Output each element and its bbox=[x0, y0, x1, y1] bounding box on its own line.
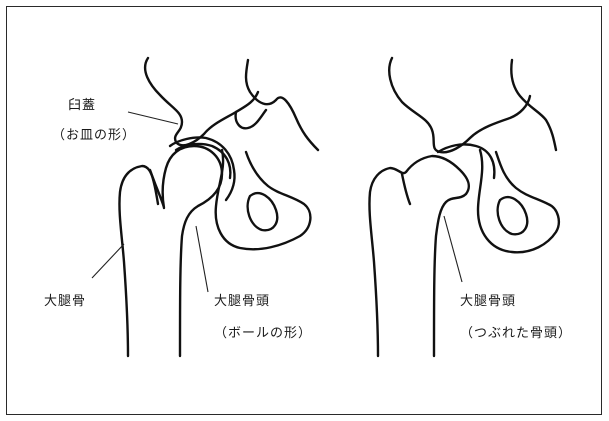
normal-femur-outline bbox=[119, 146, 222, 356]
collapsed-acetabulum-cup bbox=[438, 144, 494, 178]
normal-pelvis-inner bbox=[246, 60, 318, 150]
collapsed-pelvis-inner bbox=[511, 60, 556, 150]
normal-pelvis-rim bbox=[236, 110, 266, 128]
label-femoral-head-collapsed: 大腿骨頭 bbox=[460, 290, 516, 309]
label-femoral-head-collapsed-note: （つぶれた骨頭） bbox=[460, 322, 572, 341]
collapsed-obturator-hole bbox=[498, 197, 528, 234]
label-acetabulum-note: （お皿の形） bbox=[52, 124, 136, 143]
label-femoral-head-normal-note: （ボールの形） bbox=[214, 322, 312, 341]
collapsed-pelvis-outline bbox=[389, 58, 530, 152]
pointer-acetabulum bbox=[128, 112, 178, 124]
label-femoral-head-normal: 大腿骨頭 bbox=[214, 290, 270, 309]
pointer-femoral-head-normal bbox=[196, 226, 208, 292]
pointer-femoral-head-collapsed bbox=[444, 216, 462, 282]
normal-hip-illustration bbox=[119, 58, 318, 356]
collapsed-femur-neck-line bbox=[402, 174, 410, 204]
normal-obturator-hole bbox=[248, 193, 278, 230]
label-femur: 大腿骨 bbox=[44, 290, 86, 309]
label-acetabulum: 臼蓋 bbox=[68, 94, 96, 113]
collapsed-femur-outline bbox=[369, 156, 468, 356]
pointer-femur bbox=[92, 244, 124, 278]
normal-pelvis-outline bbox=[145, 58, 258, 145]
collapsed-hip-illustration bbox=[369, 58, 558, 356]
